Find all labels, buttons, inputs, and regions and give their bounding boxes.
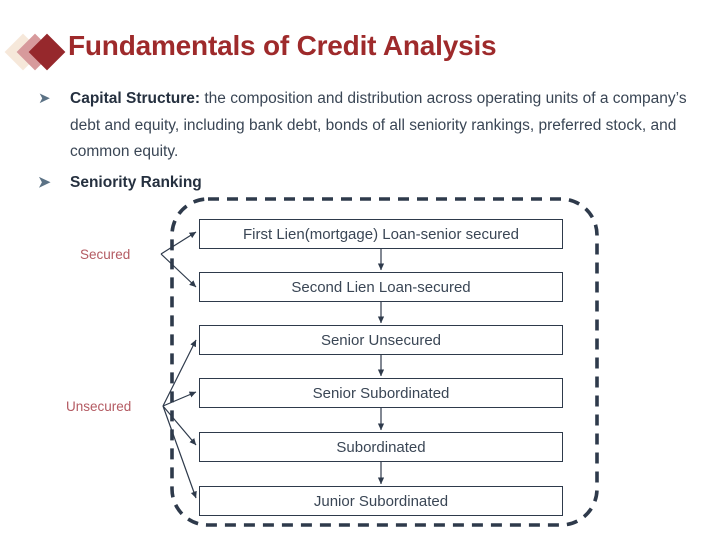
flow-box-first-lien[interactable]: First Lien(mortgage) Loan-senior secured — [199, 219, 563, 249]
flow-box-second-lien[interactable]: Second Lien Loan-secured — [199, 272, 563, 302]
dashed-group-outline — [170, 197, 599, 527]
bullet-item-seniority-ranking: ➤ Seniority Ranking — [30, 170, 710, 197]
bullet-item-capital-structure: ➤ Capital Structure: the composition and… — [30, 86, 710, 166]
group-label-secured: Secured — [80, 247, 131, 262]
bullet-lead-capital-structure: Capital Structure: — [70, 90, 201, 107]
flow-box-junior-subordinated[interactable]: Junior Subordinated — [199, 486, 563, 516]
bullet-arrow-icon: ➤ — [38, 173, 51, 191]
bullet-list: ➤ Capital Structure: the composition and… — [30, 86, 710, 196]
group-label-unsecured: Unsecured — [66, 399, 132, 414]
flow-box-subordinated[interactable]: Subordinated — [199, 432, 563, 462]
unsecured-fan-arrows — [162, 339, 197, 499]
flow-box-senior-unsecured[interactable]: Senior Unsecured — [199, 325, 563, 355]
bullet-body-capital-structure: the composition and distribution across … — [70, 90, 687, 160]
bullet-arrow-icon: ➤ — [38, 90, 51, 107]
page-title: Fundamentals of Credit Analysis — [68, 30, 497, 61]
diamond-motif-icon — [4, 30, 72, 74]
secured-fan-arrows — [160, 231, 197, 288]
flow-box-senior-subordinated[interactable]: Senior Subordinated — [199, 378, 563, 408]
bullet-lead-seniority-ranking: Seniority Ranking — [70, 173, 202, 191]
slide-title-block: Fundamentals of Credit Analysis — [0, 26, 722, 78]
